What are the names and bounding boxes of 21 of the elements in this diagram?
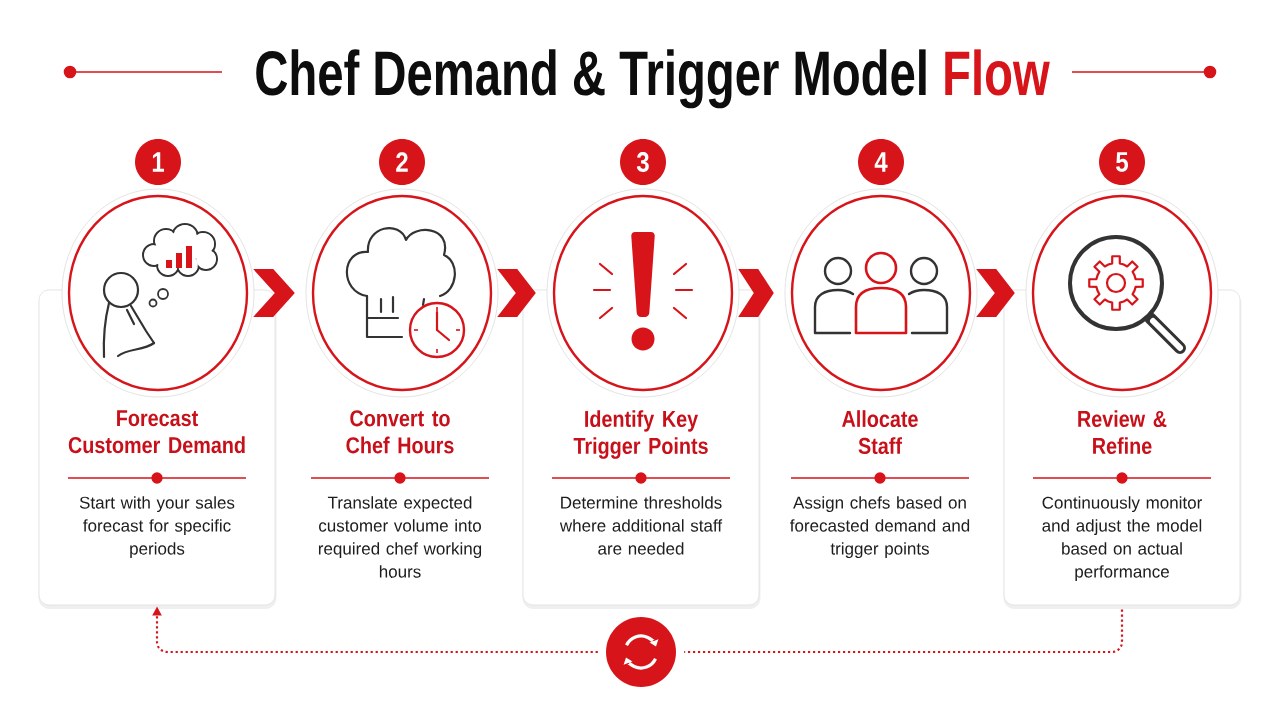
step-heading: Allocate Staff <box>842 410 918 455</box>
dotted-line <box>684 609 1124 654</box>
chevron-arrow <box>253 269 295 317</box>
step-description: Determine thresholds where additional staff are needed <box>559 496 723 555</box>
number-badge: 2 <box>379 139 425 185</box>
chevron-arrow <box>738 269 774 317</box>
title: Chef Demand & Trigger Model Flow <box>256 49 1050 109</box>
step-heading: Convert to Chef Hours <box>346 410 454 454</box>
chevron-arrow <box>976 269 1015 317</box>
step-heading: Identify Key Trigger Points <box>573 410 708 459</box>
step-heading: Forecast Customer Demand <box>68 410 245 454</box>
step-description: Assign chefs based on forecasted demand and trigger points <box>790 496 970 559</box>
number-badge: 5 <box>1099 139 1145 185</box>
step-heading: Review & Refine <box>1078 410 1167 455</box>
number-badge: 4 <box>858 139 904 185</box>
chevron-arrow <box>497 269 536 317</box>
step-description: Translate expected customer volume into required chef working hours <box>318 496 482 578</box>
number-badge: 3 <box>620 139 666 185</box>
step-description: Start with your sales forecast for specific periods <box>79 496 235 559</box>
step-description: Continuously monitor and adjust the model based on actual performance <box>1042 496 1202 582</box>
number-badge: 1 <box>135 139 181 185</box>
